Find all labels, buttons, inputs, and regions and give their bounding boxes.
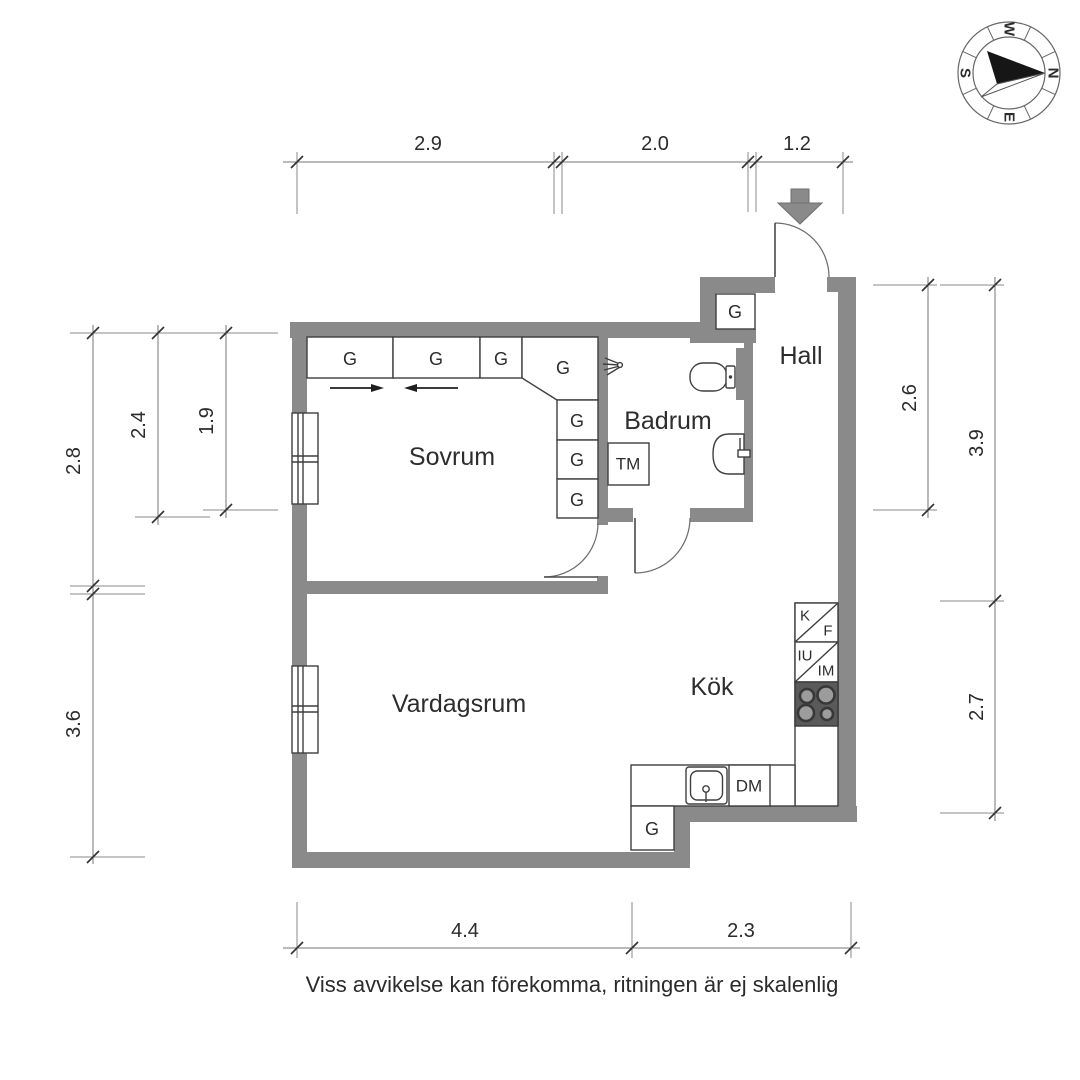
- wall-badrum-bottom-left: [608, 508, 633, 522]
- compass-rose: N E S W: [957, 21, 1062, 125]
- fridge-label: K: [800, 608, 810, 625]
- entry-door: [774, 222, 830, 278]
- wall-toilet-notch: [736, 348, 744, 400]
- wall-hall-left: [700, 277, 716, 338]
- wall-bottom: [292, 852, 690, 868]
- wardrobe-box: [479, 336, 523, 379]
- wall-kitchen-bottom: [674, 806, 857, 822]
- wall-right: [838, 277, 856, 822]
- kitchen-sink-icon: [685, 766, 728, 805]
- kitchen-counters: K F IU IM DM G: [630, 602, 839, 851]
- wardrobe-box: [392, 336, 481, 379]
- bathroom-door: [634, 517, 691, 574]
- dim-bottom: 4.4 2.3: [283, 902, 860, 958]
- wardrobe-label: G: [494, 349, 508, 369]
- dim-top-3: 1.2: [783, 133, 811, 155]
- dim-left-1: 2.8: [63, 447, 85, 475]
- bathroom-sink-icon: [712, 433, 751, 475]
- wardrobe-label: G: [556, 358, 570, 378]
- wardrobe-label: G: [429, 349, 443, 369]
- wall-entry: [700, 277, 775, 293]
- fridge-freezer-box: K F: [794, 602, 839, 643]
- compass-needle-icon: [987, 51, 1045, 84]
- wardrobe-label: G: [343, 349, 357, 369]
- dim-top-2: 2.0: [641, 133, 669, 155]
- wardrobe-label: G: [570, 450, 584, 470]
- dim-bottom-1: 4.4: [451, 920, 479, 942]
- dim-right-3: 2.7: [966, 693, 988, 721]
- sliding-door-arrows-icon: [330, 384, 458, 392]
- wall-badrum-right: [744, 338, 753, 522]
- dim-top-1: 2.9: [414, 133, 442, 155]
- wall-left: [292, 322, 307, 868]
- bedroom-wardrobes: G G G G G G G: [306, 336, 599, 519]
- wall-sovrum-badrum: [597, 338, 608, 525]
- dim-right: 2.6 3.9 2.7: [873, 277, 1004, 821]
- shower-icon: [602, 357, 624, 376]
- dim-bottom-2: 2.3: [727, 920, 755, 942]
- dim-left-2: 2.4: [128, 411, 150, 439]
- room-label-bedroom: Sovrum: [409, 443, 495, 471]
- stove-icon: [794, 681, 839, 727]
- wardrobe-label: G: [645, 819, 659, 839]
- dim-right-1: 2.6: [899, 384, 921, 412]
- wall-sovrum-vardagsrum: [292, 581, 597, 594]
- window-livingroom: [291, 665, 319, 754]
- toilet-icon: [689, 362, 736, 392]
- compass-west-label: W: [1001, 22, 1018, 37]
- bedroom-door: [543, 522, 599, 578]
- window-bedroom: [291, 412, 319, 505]
- room-label-bathroom: Badrum: [624, 407, 712, 435]
- room-label-livingroom: Vardagsrum: [392, 690, 526, 718]
- dim-left-3: 1.9: [196, 407, 218, 435]
- dishwasher-label: DM: [736, 777, 762, 796]
- disclaimer-text: Viss avvikelse kan förekomma, ritningen …: [306, 972, 839, 997]
- dishwasher-box: DM: [728, 764, 771, 807]
- room-label-hall: Hall: [779, 342, 822, 370]
- wall-door-end-cap: [597, 576, 608, 594]
- wardrobe-label: G: [570, 411, 584, 431]
- built-in-micro-label: IM: [818, 663, 835, 680]
- wall-badrum-bottom-right: [690, 508, 753, 522]
- wall-top: [290, 322, 716, 338]
- washing-machine: TM: [607, 442, 650, 486]
- room-label-kitchen: Kök: [690, 673, 734, 701]
- wall-right-top-notch: [827, 277, 838, 292]
- compass-needle-tail-icon: [980, 72, 1046, 98]
- washing-machine-label: TM: [616, 455, 641, 474]
- wardrobe-label: G: [570, 490, 584, 510]
- hall-closet: G: [715, 293, 756, 330]
- compass-north-label: N: [1045, 68, 1062, 79]
- dim-left-4: 3.6: [63, 710, 85, 738]
- compass-south-label: S: [957, 68, 974, 78]
- wall-hall-closet-bottom: [690, 329, 756, 343]
- dim-top: 2.9 2.0 1.2: [283, 133, 853, 214]
- wardrobe-box: [556, 478, 599, 519]
- built-in-oven-label: IU: [798, 648, 813, 665]
- wardrobe-box: [306, 336, 394, 379]
- freezer-label: F: [823, 623, 832, 640]
- compass-east-label: E: [1001, 112, 1018, 122]
- dim-left: 2.8 3.6 2.4 1.9: [63, 325, 278, 864]
- wardrobe-label: G: [728, 302, 742, 322]
- entry-arrow-icon: [776, 188, 824, 225]
- livingroom-closet: G: [630, 805, 675, 851]
- dim-right-2: 3.9: [966, 429, 988, 457]
- oven-micro-box: IU IM: [794, 641, 839, 683]
